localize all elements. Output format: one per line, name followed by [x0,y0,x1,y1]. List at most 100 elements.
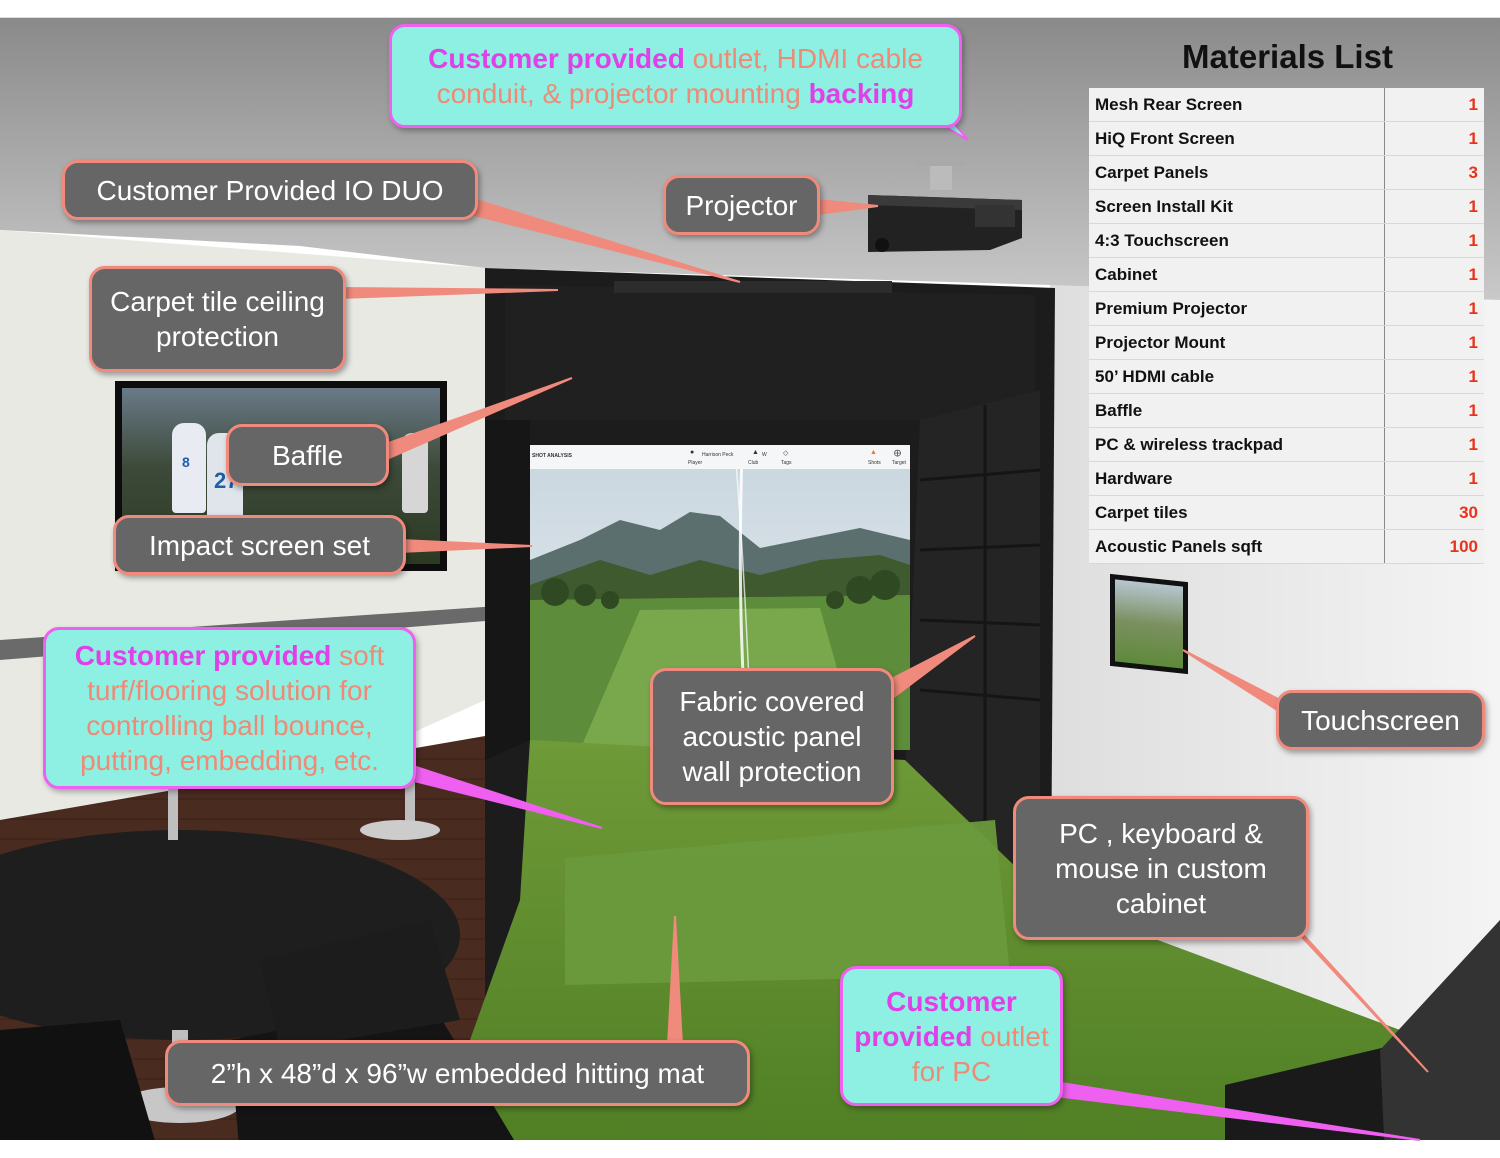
touchscreen-device [1110,573,1188,675]
target-label: Target [892,460,906,466]
note-pc-outlet: Customer provided outlet for PC [840,966,1063,1106]
callout-pc-line-2: mouse in custom [1055,852,1267,884]
material-qty: 1 [1384,325,1484,360]
club-value: W [762,452,767,458]
note-pc-outlet-line-1: Customer [886,985,1017,1017]
shots-icon[interactable]: ▲ [870,449,877,456]
material-qty: 1 [1384,88,1484,122]
target-icon[interactable]: ⨁ [894,450,901,457]
callout-io-duo: Customer Provided IO DUO [62,160,478,220]
material-name: Acoustic Panels sqft [1089,529,1385,564]
material-name: Cabinet [1089,257,1385,292]
material-qty: 1 [1384,461,1484,496]
material-name: Screen Install Kit [1089,189,1385,224]
materials-list-title: Materials List [1182,38,1393,75]
note-outlet-text-2: conduit, & projector mounting [436,78,809,109]
shot-analysis-label: SHOT ANALYSIS [532,453,572,459]
player-icon: ● [690,449,695,456]
note-outlet-highlight-2: backing [808,78,915,109]
touchscreen-display [1115,579,1183,669]
material-name: 4:3 Touchscreen [1089,223,1385,258]
material-qty: 1 [1384,121,1484,156]
material-name: Carpet tiles [1089,495,1385,530]
player-label: Player [688,460,703,466]
note-outlet-text-1: outlet, HDMI cable [684,43,923,74]
material-qty: 1 [1384,359,1484,394]
callout-pc-cabinet: PC , keyboard & mouse in custom cabinet [1013,796,1309,940]
callout-acoustic-line-1: Fabric covered [679,686,865,717]
note-pc-outlet-text-2: outlet [972,1020,1049,1052]
callout-touchscreen-text: Touchscreen [1301,704,1460,736]
material-name: Baffle [1089,393,1385,428]
note-outlet-highlight-1: Customer provided [428,43,685,74]
note-turf-highlight: Customer provided [74,640,332,671]
material-qty: 100 [1384,529,1484,564]
player-name: Harrison Peck [702,452,734,458]
material-name: Mesh Rear Screen [1089,88,1385,122]
note-pc-outlet-line-3: for PC [911,1055,992,1087]
sim-screen-header: SHOT ANALYSIS ● Harrison Peck Player ▲ W… [532,449,908,469]
callout-ceiling-protection: Carpet tile ceiling protection [89,266,346,372]
callout-baffle-text: Baffle [271,439,344,471]
callout-hitting-mat-text: 2”h x 48”d x 96”w embedded hitting mat [210,1057,705,1089]
note-outlet-line-2: conduit, & projector mounting backing [437,76,915,111]
callout-ceiling-line-2: protection [156,321,279,352]
material-name: Premium Projector [1089,291,1385,326]
tv-player-1 [172,423,206,513]
note-turf-flooring: Customer provided soft turf/flooring sol… [43,627,416,789]
material-qty: 1 [1384,189,1484,224]
material-qty: 1 [1384,223,1484,258]
note-turf-line-4: putting, embedding, etc. [80,745,379,776]
material-name: PC & wireless trackpad [1089,427,1385,462]
note-outlet-line-1: Customer provided outlet, HDMI cable [428,41,923,76]
material-name: 50’ HDMI cable [1089,359,1385,394]
note-turf-line-1: Customer provided soft [75,638,385,673]
material-qty: 1 [1384,427,1484,462]
callout-projector: Projector [663,175,820,235]
callout-ceiling-line-1: Carpet tile ceiling [110,286,325,317]
shots-label: Shots [868,460,881,466]
material-name: Carpet Panels [1089,155,1385,190]
tags-icon[interactable]: ◇ [783,450,789,457]
callout-impact-screen-text: Impact screen set [149,529,370,561]
material-name: Hardware [1089,461,1385,496]
note-turf-text-1: soft [331,640,385,671]
material-qty: 30 [1384,495,1484,530]
callout-touchscreen: Touchscreen [1276,690,1485,750]
note-turf-line-2: turf/flooring solution for [87,675,372,706]
callout-pc-line-1: PC , keyboard & [1059,817,1263,849]
callout-impact-screen: Impact screen set [113,515,406,575]
note-pc-outlet-line-2: provided outlet [854,1019,1049,1054]
note-turf-line-3: controlling ball bounce, [86,710,373,741]
material-qty: 1 [1384,291,1484,326]
callout-acoustic-line-3: wall protection [682,756,862,787]
note-outlet-hdmi-backing: Customer provided outlet, HDMI cable con… [389,24,962,128]
material-name: HiQ Front Screen [1089,121,1385,156]
callout-projector-text: Projector [685,189,798,221]
callout-io-duo-text: Customer Provided IO DUO [96,174,444,206]
callout-acoustic-panel: Fabric covered acoustic panel wall prote… [650,668,894,805]
club-label: Club [748,460,759,466]
note-pc-outlet-highlight: provided [854,1020,973,1052]
callout-acoustic-line-2: acoustic panel [682,721,862,752]
tags-label: Tags [781,460,792,466]
tv-player-3 [402,433,428,513]
callout-baffle: Baffle [226,424,389,486]
tv-jersey-number-1: 8 [182,454,190,470]
material-qty: 1 [1384,257,1484,292]
